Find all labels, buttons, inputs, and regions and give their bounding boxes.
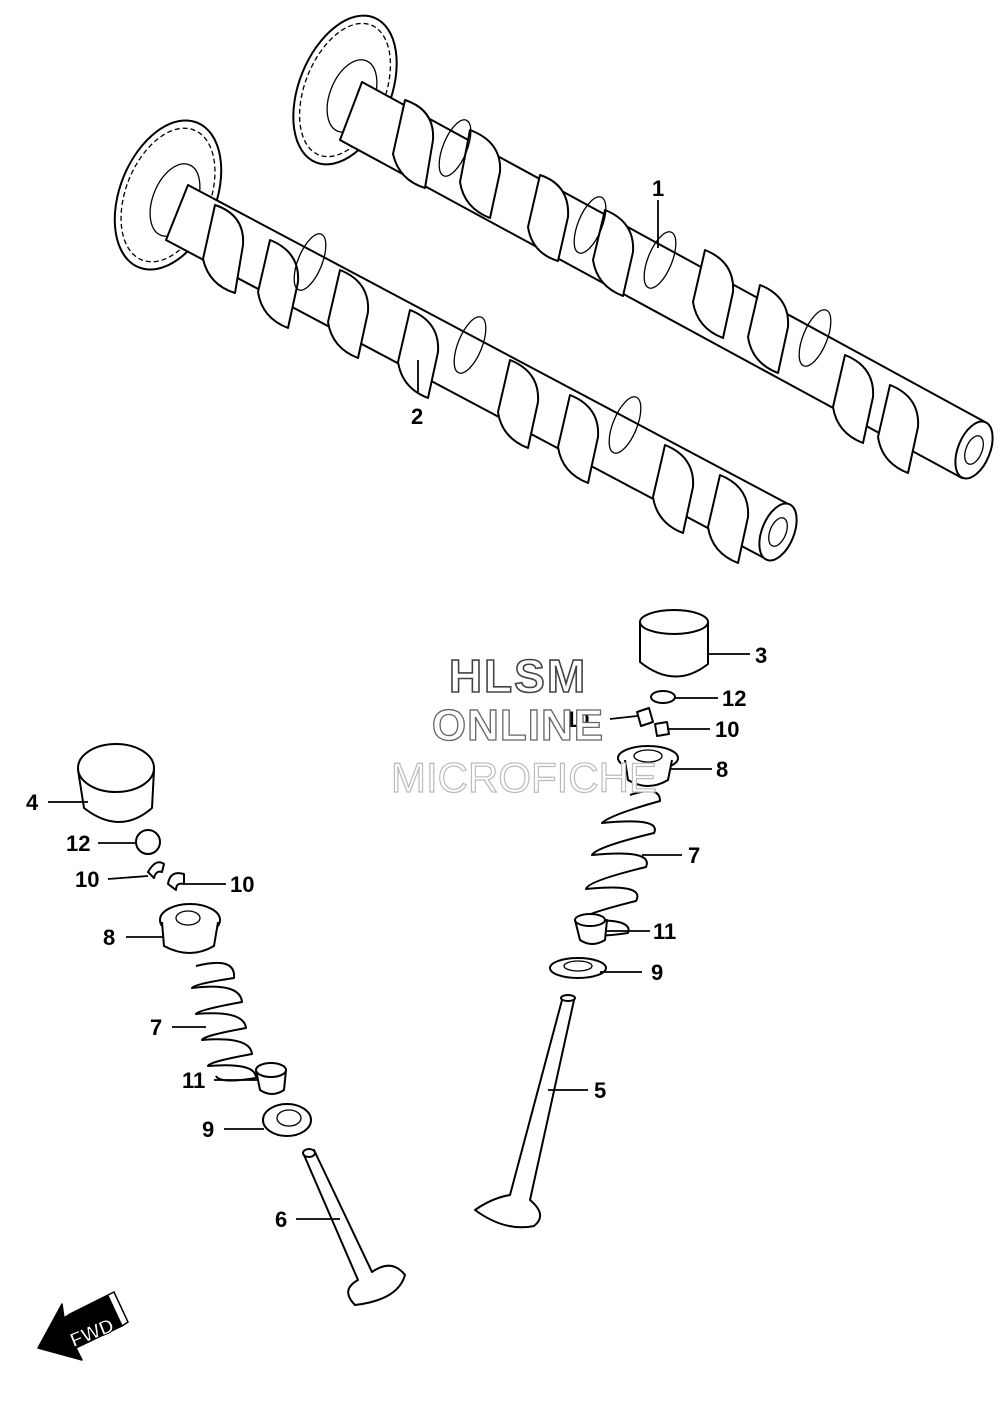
shim-12-left[interactable] — [135, 829, 161, 855]
callout-1: 1 — [652, 176, 664, 201]
tappet-4[interactable] — [77, 743, 155, 823]
callout-9-left: 9 — [202, 1117, 214, 1142]
callout-6: 6 — [275, 1207, 287, 1232]
callout-4: 4 — [26, 790, 39, 815]
callout-7-left: 7 — [150, 1015, 162, 1040]
callout-10-left-b: 10 — [230, 872, 254, 897]
callouts: 1 2 3 12 10 10 8 7 11 9 5 4 12 10 10 8 7… — [26, 176, 767, 1232]
callout-8-left: 8 — [103, 925, 115, 950]
tappet-3[interactable] — [639, 609, 709, 678]
callout-12-right: 12 — [722, 686, 746, 711]
watermark: HLSM ONLINE MICROFICHE — [390, 649, 657, 801]
callout-11-left: 11 — [182, 1068, 205, 1093]
watermark-line-3: MICROFICHE — [391, 754, 657, 801]
seat-9-right[interactable] — [549, 957, 607, 979]
callout-12-left: 12 — [66, 831, 90, 856]
callout-7-right: 7 — [688, 843, 700, 868]
seal-11-left[interactable] — [255, 1062, 287, 1095]
retainer-8-left[interactable] — [159, 903, 221, 954]
callout-10-left-a: 10 — [75, 867, 99, 892]
camshaft-2[interactable] — [94, 105, 804, 566]
watermark-line-1: HLSM — [449, 650, 587, 702]
shim-12-right[interactable] — [650, 690, 676, 704]
camshaft-1[interactable] — [273, 0, 1000, 483]
retainer-8-right[interactable] — [617, 745, 679, 787]
spring-7-left[interactable] — [191, 962, 257, 1082]
callout-3: 3 — [755, 643, 767, 668]
callout-10-right-a: 10 — [565, 707, 589, 732]
cotter-10-left[interactable] — [147, 861, 185, 891]
callout-9-right: 9 — [651, 960, 663, 985]
callout-5: 5 — [594, 1078, 606, 1103]
callout-8-right: 8 — [716, 757, 728, 782]
cotter-10-right[interactable] — [636, 707, 670, 737]
callout-10-right-b: 10 — [715, 717, 739, 742]
seat-9-left[interactable] — [262, 1103, 312, 1137]
valve-6[interactable] — [302, 1148, 406, 1306]
leader-lines — [48, 200, 750, 1220]
callout-2: 2 — [411, 404, 423, 429]
seal-11-right[interactable] — [574, 913, 608, 945]
callout-11-right: 11 — [653, 919, 676, 944]
valve-5[interactable] — [474, 994, 576, 1229]
watermark-line-2: ONLINE — [432, 701, 604, 750]
fwd-arrow-icon: FWD — [37, 1290, 129, 1361]
